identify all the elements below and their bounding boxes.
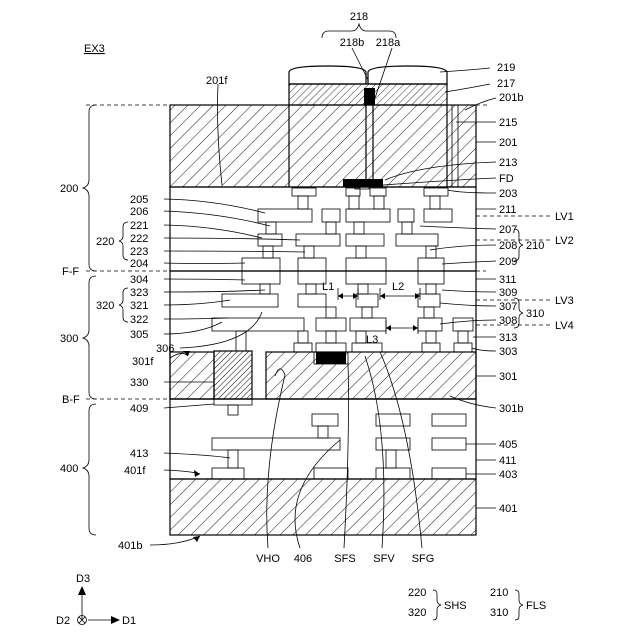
label-311: 311 <box>499 274 517 286</box>
label-ff: F-F <box>62 266 79 278</box>
label-fd: FD <box>499 173 514 185</box>
label-lv2: LV2 <box>555 235 574 247</box>
label-215: 215 <box>499 117 517 129</box>
interlayer-411 <box>170 399 476 479</box>
arrow-up-icon <box>78 586 86 595</box>
label-217: 217 <box>497 78 515 90</box>
axis-d1: D1 <box>122 615 136 627</box>
label-208: 208 <box>499 240 517 252</box>
label-218: 218 <box>350 11 368 23</box>
label-409: 409 <box>130 403 148 415</box>
label-205: 205 <box>130 194 148 206</box>
bonding-pads-lower <box>242 271 444 294</box>
bonding-pads-upper <box>242 258 444 271</box>
label-305: 305 <box>130 329 148 341</box>
label-221: 221 <box>130 220 148 232</box>
label-413: 413 <box>130 448 148 460</box>
label-219: 219 <box>497 62 515 74</box>
label-220: 220 <box>96 236 114 248</box>
substrate-401 <box>170 479 476 535</box>
label-bf: B-F <box>62 394 80 406</box>
label-313: 313 <box>499 332 517 344</box>
contacts-203 <box>292 188 448 209</box>
label-307: 307 <box>499 301 517 313</box>
label-301f: 301f <box>132 356 154 368</box>
axis-d3: D3 <box>76 573 90 585</box>
wiring-400 <box>212 399 466 479</box>
wiring-lv2 <box>258 234 438 258</box>
label-401b: 401b <box>118 540 142 552</box>
label-207: 207 <box>499 224 517 236</box>
label-sfg: SFG <box>412 553 435 565</box>
legend-shs-label: SHS <box>444 600 467 612</box>
legend-shs-b: 320 <box>408 607 426 619</box>
label-400: 400 <box>60 463 78 475</box>
legend-fls-a: 210 <box>490 587 508 599</box>
micro-lens-219 <box>289 66 447 84</box>
label-330: 330 <box>130 377 148 389</box>
label-201: 201 <box>499 137 517 149</box>
label-l2: L2 <box>392 281 404 293</box>
label-322: 322 <box>130 314 148 326</box>
label-304: 304 <box>130 274 148 286</box>
label-406: 406 <box>294 553 312 565</box>
legend-fls-b: 310 <box>490 607 508 619</box>
through-via-330 <box>214 351 252 399</box>
label-sfs: SFS <box>334 553 355 565</box>
label-405: 405 <box>499 439 517 451</box>
label-sfv: SFV <box>373 553 395 565</box>
label-210: 210 <box>526 240 544 252</box>
label-209: 209 <box>499 256 517 268</box>
label-218b: 218b <box>340 37 364 49</box>
label-l1: L1 <box>322 281 334 293</box>
label-201b: 201b <box>499 92 523 104</box>
legend-fls-label: FLS <box>526 600 546 612</box>
label-308: 308 <box>499 315 517 327</box>
wiring-lv4 <box>212 318 473 351</box>
axis-indicator: D3 D2 D1 <box>56 573 136 627</box>
figure-id: EX3 <box>84 43 105 55</box>
label-206: 206 <box>130 206 148 218</box>
arrow-right-icon <box>111 616 120 624</box>
label-306: 306 <box>156 343 174 355</box>
label-301b: 301b <box>499 403 523 415</box>
legend: 220 320 SHS 210 310 FLS <box>408 587 546 619</box>
label-213: 213 <box>499 157 517 169</box>
label-303: 303 <box>499 346 517 358</box>
label-lv4: LV4 <box>555 320 574 332</box>
label-310: 310 <box>526 308 544 320</box>
label-200: 200 <box>60 183 78 195</box>
label-lv3: LV3 <box>555 295 574 307</box>
label-211: 211 <box>499 204 517 216</box>
label-204: 204 <box>130 258 148 270</box>
label-401: 401 <box>499 503 517 515</box>
label-411: 411 <box>499 455 517 467</box>
label-300: 300 <box>60 333 78 345</box>
label-222: 222 <box>130 233 148 245</box>
axis-d2: D2 <box>56 615 70 627</box>
color-filter-217 <box>289 84 447 105</box>
label-l3: L3 <box>366 334 378 346</box>
label-223: 223 <box>130 246 148 258</box>
substrate-201 <box>170 105 476 187</box>
wiring-lv1 <box>258 209 452 234</box>
label-401f: 401f <box>124 465 146 477</box>
label-321: 321 <box>130 300 148 312</box>
label-vho: VHO <box>256 553 280 565</box>
label-309: 309 <box>499 287 517 299</box>
label-201f: 201f <box>206 75 228 87</box>
legend-shs-a: 220 <box>408 587 426 599</box>
wiring-lv3 <box>222 294 440 318</box>
label-323: 323 <box>130 287 148 299</box>
label-lv1: LV1 <box>555 211 574 223</box>
label-403: 403 <box>499 469 517 481</box>
label-320: 320 <box>96 300 114 312</box>
label-218a: 218a <box>376 37 401 49</box>
label-203: 203 <box>499 188 517 200</box>
label-301: 301 <box>499 371 517 383</box>
